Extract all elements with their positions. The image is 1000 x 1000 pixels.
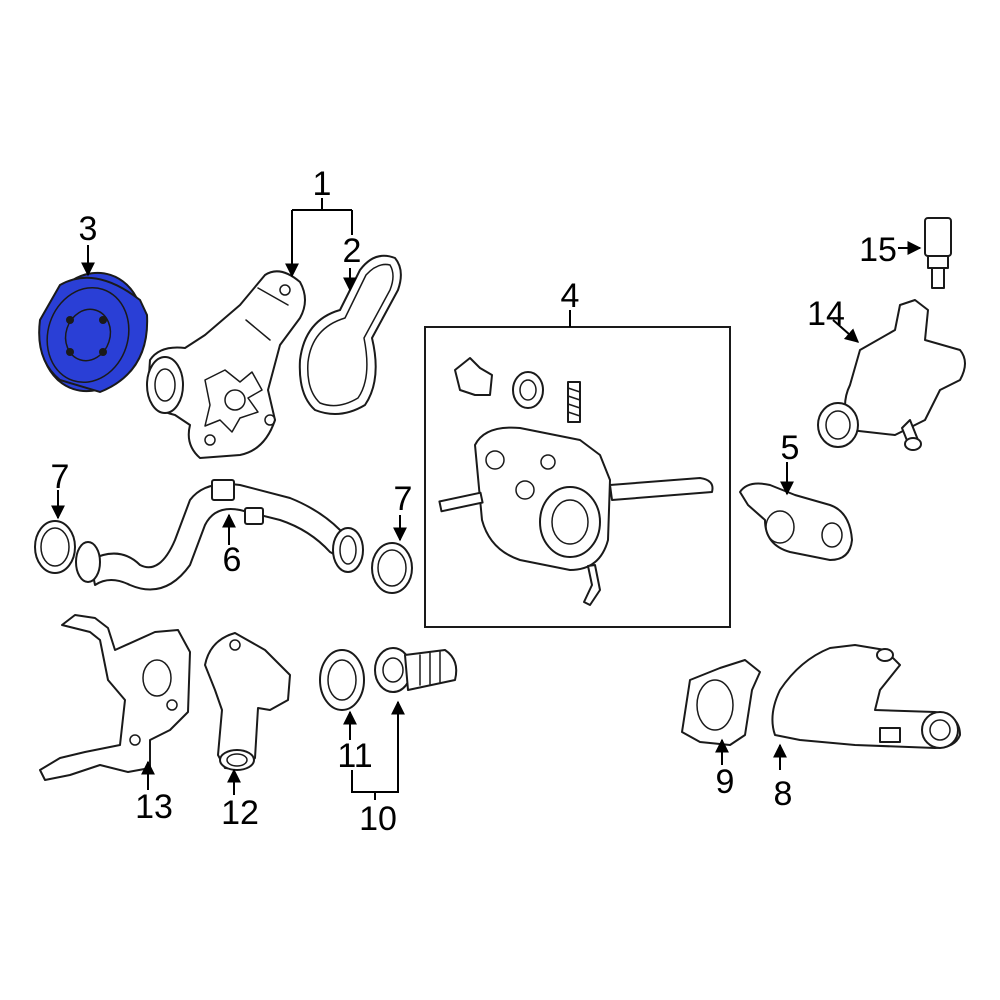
part-4-assembly-box [424,326,731,628]
part-11-seal[interactable] [319,649,365,711]
callout-4[interactable]: 4 [561,277,580,315]
part-8-inlet-housing[interactable] [771,644,961,749]
callout-11[interactable]: 11 [337,737,372,775]
part-3-pulley[interactable] [26,259,158,404]
callout-1[interactable]: 1 [313,165,332,203]
part-1-water-pump[interactable] [146,270,306,459]
callout-5[interactable]: 5 [781,429,800,467]
callout-13[interactable]: 13 [135,788,173,826]
callout-10[interactable]: 10 [359,800,397,838]
part-12-outlet-elbow[interactable] [204,632,291,771]
leader-lines [51,198,922,800]
callout-15[interactable]: 15 [859,231,897,269]
callout-6[interactable]: 6 [223,541,242,579]
callout-3[interactable]: 3 [79,210,98,248]
callout-8[interactable]: 8 [774,775,793,813]
callout-12[interactable]: 12 [221,794,259,832]
part-7-seal-left[interactable] [34,520,76,574]
part-15-sensor[interactable] [924,217,952,289]
part-10-thermostat[interactable] [374,647,458,693]
part-4-thermostat-housing[interactable] [438,357,714,606]
part-9-gasket[interactable] [681,659,761,746]
part-14-water-outlet[interactable] [817,299,966,451]
part-13-bracket[interactable] [39,614,191,781]
part-7-seal-right[interactable] [371,542,413,594]
callout-14[interactable]: 14 [807,295,845,333]
part-5-gasket[interactable] [739,482,853,561]
callout-7-left[interactable]: 7 [51,458,70,496]
part-2-gasket[interactable] [298,254,402,415]
callout-7-right[interactable]: 7 [394,480,413,518]
callout-2[interactable]: 2 [343,232,362,270]
callout-9[interactable]: 9 [716,763,735,801]
part-6-pipe[interactable] [75,479,364,591]
callouts: 1 2 3 4 5 6 7 7 8 9 10 11 12 13 14 15 [51,165,897,838]
